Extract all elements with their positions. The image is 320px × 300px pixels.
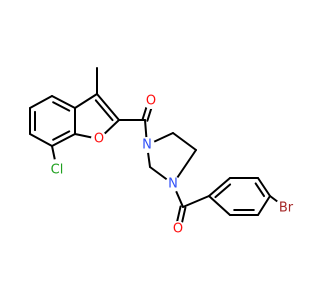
bond-lines bbox=[29, 67, 287, 231]
bond bbox=[257, 177, 271, 197]
svg-text:O: O bbox=[146, 94, 156, 109]
bromine-atom: Br bbox=[275, 197, 297, 219]
svg-text:O: O bbox=[94, 132, 104, 147]
bond bbox=[94, 99, 114, 122]
bond bbox=[52, 101, 71, 112]
piperazine-nitrogen-bottom: N bbox=[165, 176, 181, 192]
bond bbox=[172, 132, 197, 151]
bond bbox=[96, 93, 120, 121]
bond bbox=[182, 195, 210, 208]
bond bbox=[52, 130, 71, 141]
bond bbox=[257, 195, 271, 216]
bond bbox=[29, 133, 53, 147]
furan-oxygen: O bbox=[91, 131, 107, 147]
piperazine-nitrogen-top: N bbox=[139, 137, 155, 153]
atom-labels: O O Cl N N O Br bbox=[46, 93, 297, 237]
carbonyl-oxygen-bottom: O bbox=[170, 221, 186, 237]
molecule-structure: O O Cl N N O Br bbox=[29, 67, 297, 237]
svg-text:N: N bbox=[168, 177, 178, 192]
svg-text:Br: Br bbox=[279, 201, 294, 216]
svg-text:O: O bbox=[173, 222, 183, 237]
bond bbox=[51, 133, 76, 147]
bond bbox=[51, 95, 76, 109]
chlorine-atom: Cl bbox=[46, 159, 68, 181]
bond bbox=[208, 177, 231, 197]
bond bbox=[208, 195, 231, 216]
bond bbox=[29, 95, 53, 109]
svg-text:Cl: Cl bbox=[51, 163, 64, 178]
bond bbox=[74, 93, 98, 109]
svg-text:N: N bbox=[142, 138, 152, 153]
carbonyl-oxygen-top: O bbox=[143, 93, 159, 109]
bond bbox=[254, 182, 266, 198]
bond bbox=[214, 183, 232, 199]
